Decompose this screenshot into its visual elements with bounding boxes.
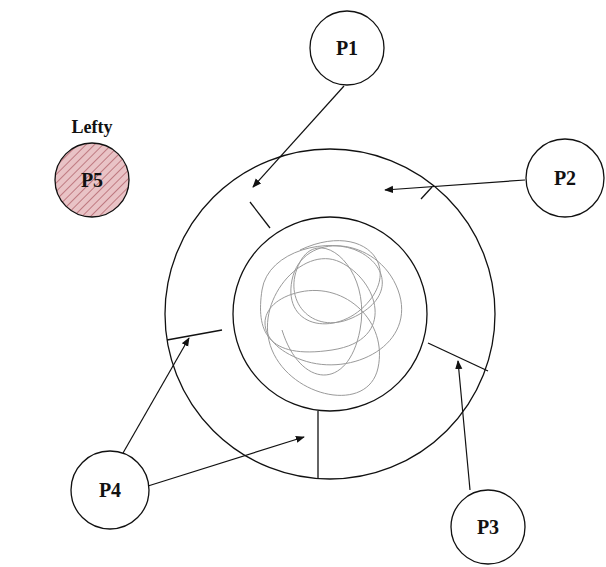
- numbered-circle: P2: [525, 138, 605, 218]
- numbered-circle: P3: [450, 489, 526, 565]
- numbered-circle: LeftyP5: [54, 142, 130, 218]
- circle-label: P5: [81, 170, 103, 190]
- numbered-circle: P1: [309, 10, 385, 86]
- tangled-scribble: [261, 241, 402, 396]
- ring-dividers: [167, 187, 488, 478]
- numbered-circle: P4: [70, 450, 150, 530]
- leader-arrows: [123, 86, 525, 490]
- circle-label: P1: [336, 38, 358, 58]
- outer-ring: [165, 149, 495, 479]
- heading-label: Lefty: [72, 118, 113, 136]
- circle-label: P3: [477, 517, 499, 537]
- circle-label: P4: [99, 480, 121, 500]
- inner-circle: [233, 217, 427, 411]
- circle-label: P2: [554, 168, 576, 188]
